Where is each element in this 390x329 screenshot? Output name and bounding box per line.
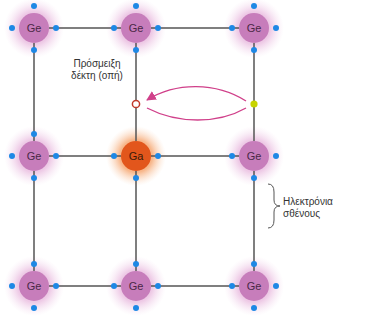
valence-electron	[133, 305, 139, 311]
atom-halo	[4, 126, 64, 186]
moving-electron	[250, 100, 257, 107]
valence-electron	[53, 25, 59, 31]
atom-symbol: Ge	[129, 281, 144, 292]
atom-symbol: Ge	[247, 23, 262, 34]
covalent-bond	[135, 43, 137, 141]
valence-electron	[229, 153, 235, 159]
valence-electron	[155, 283, 161, 289]
valence-electron	[133, 3, 139, 9]
atom-symbol: Ge	[247, 151, 262, 162]
covalent-bond	[253, 43, 255, 141]
valence-electron	[31, 305, 37, 311]
germanium-atom: Ge	[239, 271, 269, 301]
valence-electron	[155, 153, 161, 159]
valence-electron	[31, 3, 37, 9]
valence-electron	[111, 153, 117, 159]
acceptor-atom: Ga	[121, 141, 151, 171]
valence-electron	[9, 283, 15, 289]
hole-motion-arrow	[147, 108, 246, 120]
bracket	[268, 184, 280, 228]
germanium-atom: Ge	[239, 141, 269, 171]
covalent-bond	[33, 171, 35, 271]
valence-electron	[9, 25, 15, 31]
germanium-atom: Ge	[19, 13, 49, 43]
valence-electron	[31, 131, 37, 137]
covalent-bond	[49, 155, 121, 157]
valence-electron	[251, 3, 257, 9]
germanium-atom: Ge	[19, 271, 49, 301]
valence-electron	[273, 25, 279, 31]
covalent-bond	[135, 171, 137, 271]
atom-symbol: Ge	[27, 151, 42, 162]
atom-halo	[4, 256, 64, 316]
atom-symbol: Ge	[27, 23, 42, 34]
covalent-bond	[49, 285, 121, 287]
valence-electron	[53, 153, 59, 159]
valence-electron	[251, 305, 257, 311]
valence-electron	[251, 175, 257, 181]
covalent-bond	[49, 27, 121, 29]
germanium-atom: Ge	[19, 141, 49, 171]
valence-electron	[31, 47, 37, 53]
valence-electron	[111, 283, 117, 289]
valence-electron	[273, 153, 279, 159]
valence-electron	[229, 25, 235, 31]
germanium-atom: Ge	[239, 13, 269, 43]
valence-electron	[133, 261, 139, 267]
atom-halo	[224, 0, 284, 58]
valence-electron	[133, 47, 139, 53]
atom-symbol: Ga	[129, 151, 144, 162]
valence-electron	[251, 47, 257, 53]
atom-halo	[4, 0, 64, 58]
valence-electron	[111, 25, 117, 31]
hole-label: Πρόσμειξη δέκτη (οπή)	[66, 58, 128, 82]
valence-electron	[229, 283, 235, 289]
atom-symbol: Ge	[129, 23, 144, 34]
hole	[132, 100, 139, 107]
atom-halo	[106, 0, 166, 58]
covalent-bond	[253, 171, 255, 271]
valence-electron	[53, 283, 59, 289]
atom-symbol: Ge	[247, 281, 262, 292]
covalent-bond	[151, 27, 239, 29]
valence-electron	[273, 283, 279, 289]
hole-motion-arrow	[147, 87, 246, 101]
valence-electron	[31, 261, 37, 267]
valence-electron	[251, 261, 257, 267]
covalent-bond	[151, 285, 239, 287]
valence-electron	[155, 25, 161, 31]
germanium-atom: Ge	[121, 271, 151, 301]
atom-halo	[106, 256, 166, 316]
electron-label: Ηλεκτρόνια σθένους	[283, 196, 363, 220]
atom-halo	[224, 256, 284, 316]
covalent-bond	[33, 43, 35, 141]
covalent-bond	[151, 155, 239, 157]
germanium-atom: Ge	[121, 13, 151, 43]
valence-electron	[133, 175, 139, 181]
valence-electron	[31, 175, 37, 181]
valence-electron	[9, 153, 15, 159]
atom-symbol: Ge	[27, 281, 42, 292]
